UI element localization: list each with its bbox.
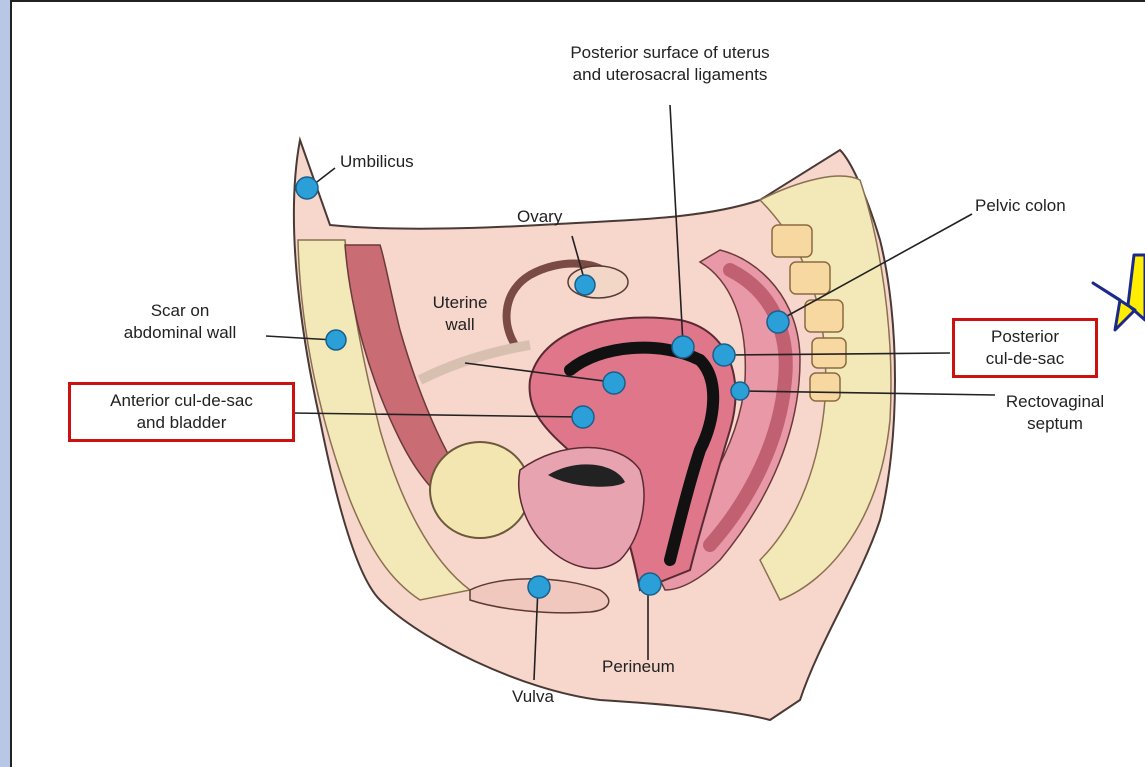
label-vulva: Vulva (512, 686, 554, 708)
label-posterior-surface: Posterior surface of uterus and uterosac… (520, 42, 820, 86)
label-perineum: Perineum (602, 656, 675, 678)
label-scar: Scar on abdominal wall (95, 300, 265, 344)
label-ovary: Ovary (517, 206, 562, 228)
bladder (430, 442, 530, 538)
label-umbilicus: Umbilicus (340, 151, 414, 173)
label-uterine-wall: Uterine wall (405, 292, 515, 336)
label-posterior-cul-de-sac: Posterior cul-de-sac (952, 318, 1098, 378)
label-pelvic-colon: Pelvic colon (975, 195, 1066, 217)
label-anterior-cul-de-sac: Anterior cul-de-sac and bladder (68, 382, 295, 442)
star-icon (1093, 255, 1145, 330)
label-rectovaginal-septum: Rectovaginal septum (985, 391, 1125, 435)
